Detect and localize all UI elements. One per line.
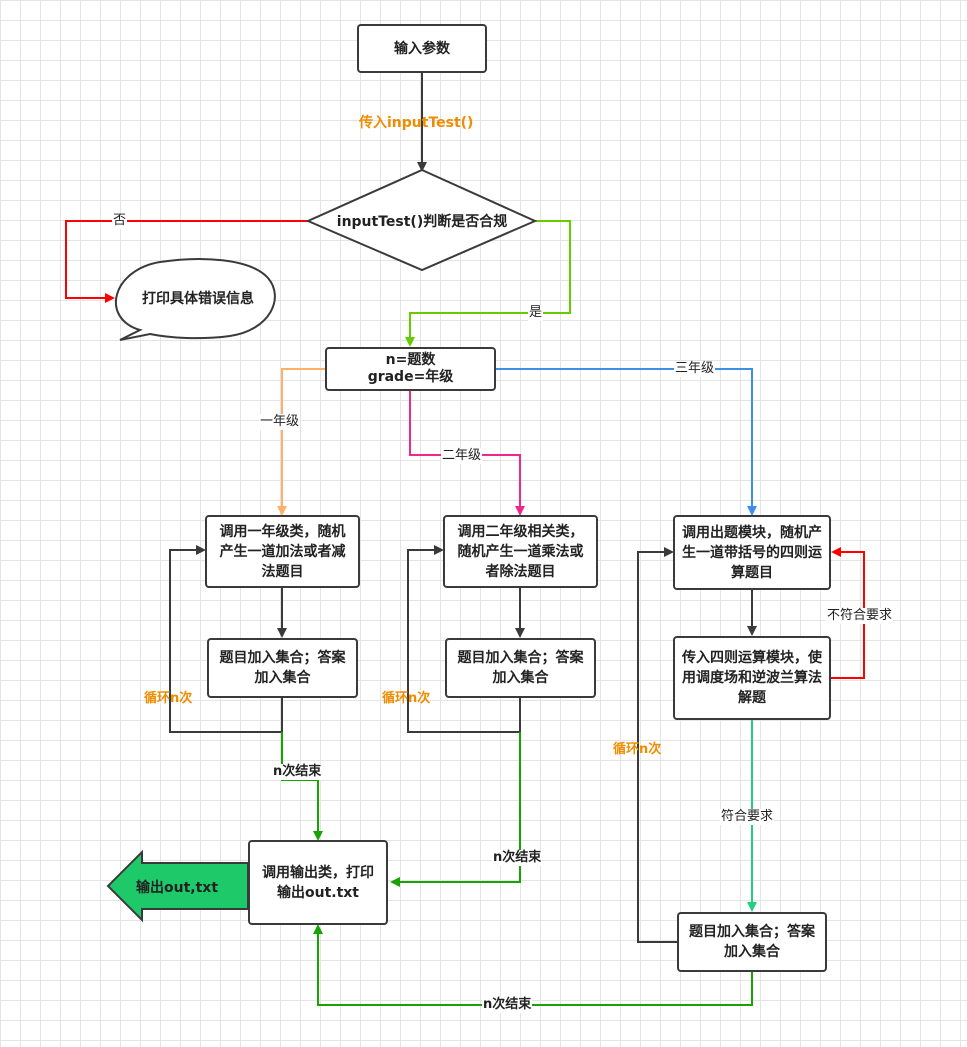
- error-speech-bubble: [114, 258, 276, 341]
- node-grade3-call: 调用出题模块，随机产生一道带括号的四则运算题目: [673, 515, 831, 590]
- label-loop1: 循环n次: [144, 691, 193, 706]
- node-n-grade: n=题数 grade=年级: [325, 347, 496, 391]
- decision-diamond: [305, 168, 538, 272]
- grade1-collect-text: 题目加入集合；答案加入集合: [219, 650, 346, 686]
- edge-g3-loop: [637, 547, 677, 943]
- n-grade-line1: n=题数: [385, 352, 436, 368]
- decision-text: inputTest()判断是否合规: [336, 214, 508, 230]
- label-pass-input: 传入inputTest(): [359, 115, 474, 131]
- label-meet: 符合要求: [720, 809, 775, 825]
- node-grade3-collect: 题目加入集合；答案加入集合: [677, 912, 827, 972]
- edge-decision-no: [65, 220, 308, 303]
- label-n-done2: n次结束: [492, 850, 543, 866]
- edge-grade3: [495, 368, 757, 516]
- label-yes: 是: [528, 305, 544, 321]
- label-grade2: 二年级: [441, 448, 483, 464]
- node-grade1-collect: 题目加入集合；答案加入集合: [207, 638, 358, 698]
- label-loop3: 循环n次: [613, 742, 662, 757]
- edge-g1-loop: [169, 545, 283, 733]
- label-no: 否: [112, 213, 128, 229]
- grade3-call-text: 调用出题模块，随机产生一道带括号的四则运算题目: [682, 524, 822, 581]
- n-grade-line2: grade=年级: [367, 369, 454, 385]
- label-loop2: 循环n次: [382, 691, 431, 706]
- output-call-text: 调用输出类，打印输出out.txt: [262, 864, 374, 901]
- edge-g2-loop: [407, 545, 521, 733]
- output-big-arrow: [106, 849, 249, 923]
- node-grade3-solve: 传入四则运算模块，使用调度场和逆波兰算法解题: [673, 636, 831, 720]
- node-grade1-call: 调用一年级类，随机产生一道加法或者减法题目: [205, 515, 360, 588]
- node-grade2-call: 调用二年级相关类，随机产生一道乘法或者除法题目: [443, 515, 598, 588]
- node-grade2-collect: 题目加入集合；答案加入集合: [445, 638, 596, 698]
- edge-g3-done: [313, 924, 753, 1006]
- edge-decision-yes: [405, 220, 571, 347]
- label-grade3: 三年级: [674, 361, 716, 377]
- error-message-text: 打印具体错误信息: [142, 291, 254, 307]
- edge-grade1: [277, 368, 325, 516]
- node-output-call: 调用输出类，打印输出out.txt: [248, 840, 388, 925]
- label-n-done3: n次结束: [482, 997, 533, 1013]
- label-n-done1: n次结束: [272, 764, 323, 780]
- grade3-solve-text: 传入四则运算模块，使用调度场和逆波兰算法解题: [682, 650, 822, 706]
- node-input-params: 输入参数: [357, 24, 487, 73]
- grade1-call-text: 调用一年级类，随机产生一道加法或者减法题目: [219, 523, 346, 580]
- edge-g2-done: [390, 732, 521, 887]
- grade3-collect-text: 题目加入集合；答案加入集合: [689, 924, 815, 960]
- grade2-collect-text: 题目加入集合；答案加入集合: [457, 650, 584, 686]
- grade2-call-text: 调用二年级相关类，随机产生一道乘法或者除法题目: [457, 523, 584, 580]
- node-input-params-text: 输入参数: [394, 40, 450, 57]
- edge-g1-done: [281, 732, 323, 841]
- output-arrow-text: 输出out,txt: [136, 880, 219, 896]
- label-grade1: 一年级: [259, 414, 301, 430]
- label-not-meet: 不符合要求: [826, 608, 894, 624]
